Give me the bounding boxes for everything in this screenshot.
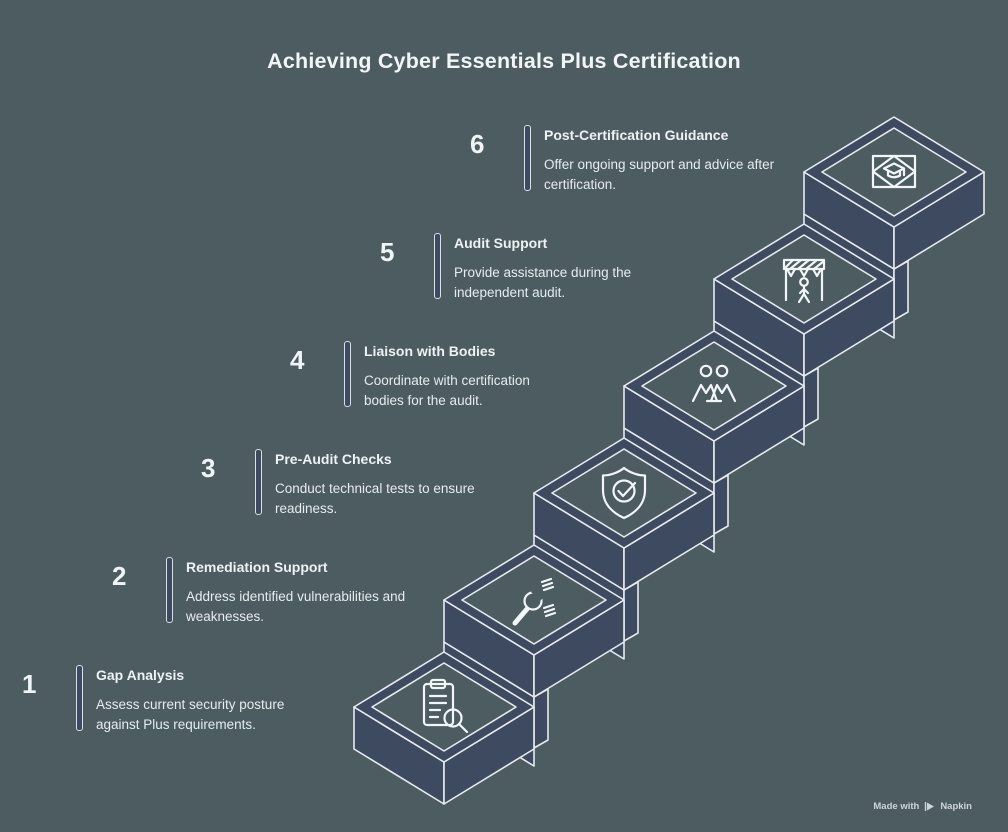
- step-accent-bar: [255, 449, 262, 515]
- step-3-riser-right-face: [623, 581, 639, 642]
- step-title: Post-Certification Guidance: [544, 127, 729, 143]
- step-accent-bar: [344, 341, 351, 407]
- step-accent-bar: [524, 125, 531, 191]
- shield-check-icon: [601, 466, 647, 520]
- step-3-top-inset: [551, 448, 697, 538]
- step-item-6: 6 Post-Certification Guidance Offer ongo…: [470, 125, 786, 194]
- step-title: Audit Support: [454, 235, 548, 251]
- people-icon: [691, 364, 737, 403]
- step-item-1: 1 Gap Analysis Assess current security p…: [22, 665, 311, 734]
- step-item-4: 4 Liaison with Bodies Coordinate with ce…: [290, 341, 564, 410]
- page-title: Achieving Cyber Essentials Plus Certific…: [267, 49, 741, 73]
- staircase-step-3: [533, 437, 715, 660]
- watermark-prefix: Made with: [873, 801, 920, 812]
- staircase-step-1: [353, 651, 535, 805]
- step-number: 2: [112, 561, 127, 591]
- step-description: Address identified vulnerabilities and w…: [186, 589, 406, 624]
- booth-person-icon: [782, 258, 826, 304]
- step-accent-bar: [434, 233, 441, 299]
- step-description: Assess current security posture against …: [96, 697, 285, 732]
- step-title: Pre-Audit Checks: [275, 451, 392, 467]
- step-number: 3: [201, 453, 216, 483]
- step-number: 6: [470, 129, 485, 159]
- wrench-screws-icon: [512, 577, 557, 626]
- step-title: Remediation Support: [186, 559, 328, 575]
- clipboard-search-icon: [422, 678, 469, 734]
- step-6-top-inset: [821, 127, 967, 217]
- step-4-riser-right-face: [713, 474, 729, 535]
- staircase-step-6: [803, 116, 985, 339]
- napkin-logo-icon: [925, 802, 935, 811]
- step-number: 4: [290, 345, 305, 375]
- step-1-top-inset: [371, 662, 517, 752]
- step-number: 1: [22, 669, 37, 699]
- napkin-watermark[interactable]: Made with Napkin: [873, 801, 972, 812]
- step-title: Gap Analysis: [96, 667, 185, 683]
- step-item-2: 2 Remediation Support Address identified…: [112, 557, 406, 626]
- step-accent-bar: [166, 557, 173, 623]
- step-2-riser-right-face: [533, 688, 549, 749]
- step-accent-bar: [76, 665, 83, 731]
- step-description: Offer ongoing support and advice after c…: [544, 157, 775, 192]
- step-description: Provide assistance during the independen…: [454, 265, 632, 300]
- graduation-cap-icon: [871, 154, 917, 189]
- step-6-riser-right-face: [893, 260, 909, 321]
- step-description: Coordinate with certification bodies for…: [364, 373, 530, 408]
- watermark-brand: Napkin: [940, 801, 972, 812]
- step-description: Conduct technical tests to ensure readin…: [275, 481, 475, 516]
- step-4-top-inset: [641, 341, 787, 431]
- step-5-riser-right-face: [803, 367, 819, 428]
- step-number: 5: [380, 237, 395, 267]
- step-item-5: 5 Audit Support Provide assistance durin…: [380, 233, 672, 302]
- step-title: Liaison with Bodies: [364, 343, 496, 359]
- step-2-top-inset: [461, 555, 607, 645]
- step-item-3: 3 Pre-Audit Checks Conduct technical tes…: [201, 449, 503, 518]
